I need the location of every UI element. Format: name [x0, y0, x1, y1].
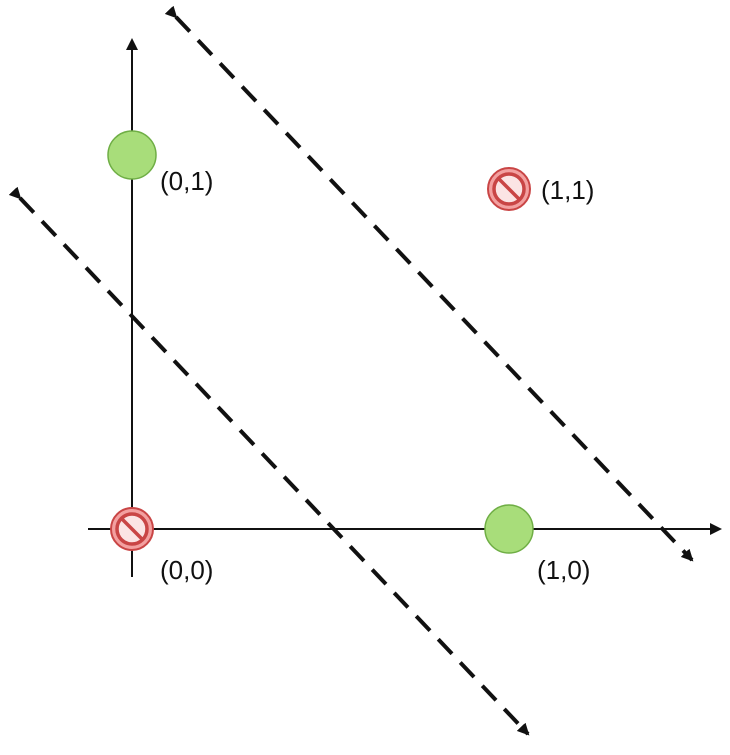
- prohibition-icon: [110, 507, 154, 551]
- green-circle-icon: [107, 130, 157, 180]
- point-label: (0,1): [160, 166, 213, 196]
- data-points: (0,0) (0,1) (1,0) (1,1): [107, 130, 594, 585]
- decision-line-lower: [8, 186, 530, 736]
- point-p11: (1,1): [487, 167, 594, 211]
- point-p00: (0,0): [110, 507, 213, 585]
- prohibition-icon: [487, 167, 531, 211]
- green-circle-icon: [484, 504, 534, 554]
- point-label: (1,0): [537, 555, 590, 585]
- point-label: (1,1): [541, 175, 594, 205]
- point-p10: (1,0): [484, 504, 590, 585]
- point-label: (0,0): [160, 555, 213, 585]
- decision-line-upper: [164, 5, 694, 562]
- point-p01: (0,1): [107, 130, 213, 196]
